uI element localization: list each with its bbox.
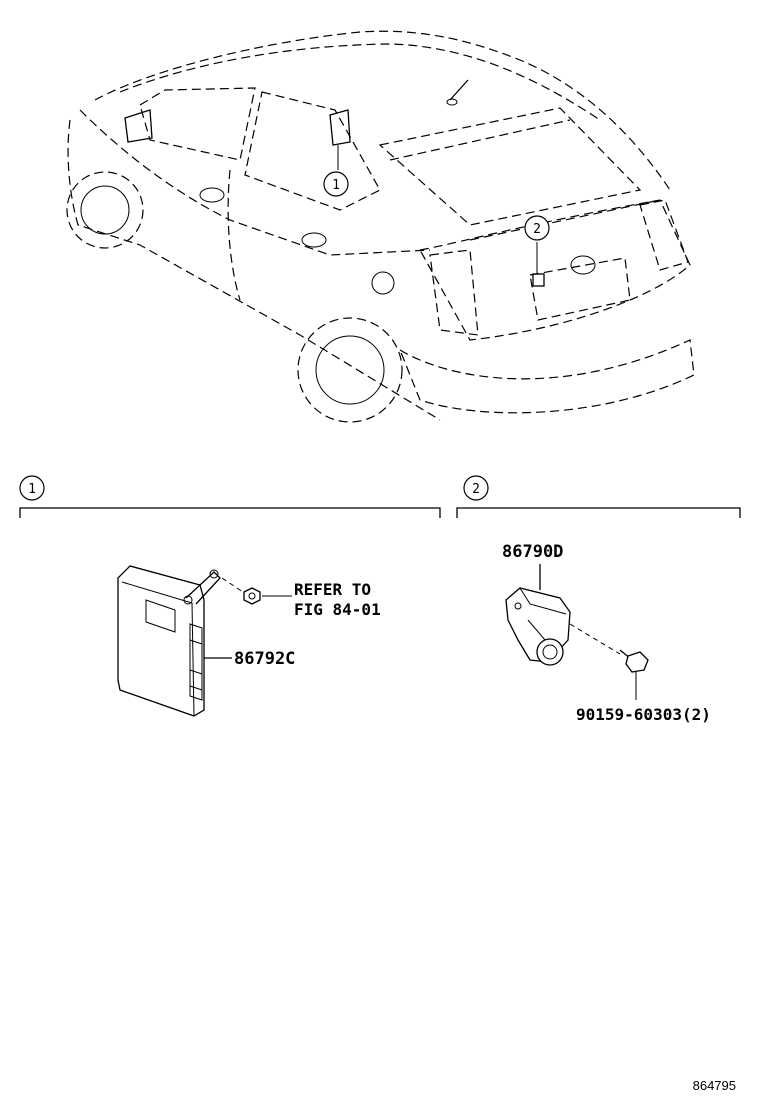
section-2-header: 2 bbox=[456, 475, 741, 518]
refer-to-line2: FIG 84-01 bbox=[294, 600, 381, 619]
ecu-module bbox=[117, 565, 247, 717]
section-1-header: 1 bbox=[19, 475, 441, 518]
figure-id: 864795 bbox=[693, 1078, 736, 1093]
car-illustration bbox=[66, 30, 695, 423]
nut bbox=[243, 587, 292, 605]
part-90159-60303: 90159-60303(2) bbox=[576, 705, 711, 724]
svg-text:1: 1 bbox=[332, 178, 340, 193]
svg-text:1: 1 bbox=[28, 482, 36, 497]
rear-camera bbox=[505, 587, 621, 666]
svg-text:2: 2 bbox=[472, 482, 480, 497]
part-86792c: 86792C bbox=[234, 649, 295, 669]
callout-2-car: 2 bbox=[524, 215, 550, 241]
callout-1-car: 1 bbox=[323, 171, 349, 197]
part-86790d: 86790D bbox=[502, 542, 563, 562]
refer-to-line1: REFER TO bbox=[294, 580, 371, 599]
bolt bbox=[619, 649, 649, 700]
svg-text:2: 2 bbox=[533, 222, 541, 237]
